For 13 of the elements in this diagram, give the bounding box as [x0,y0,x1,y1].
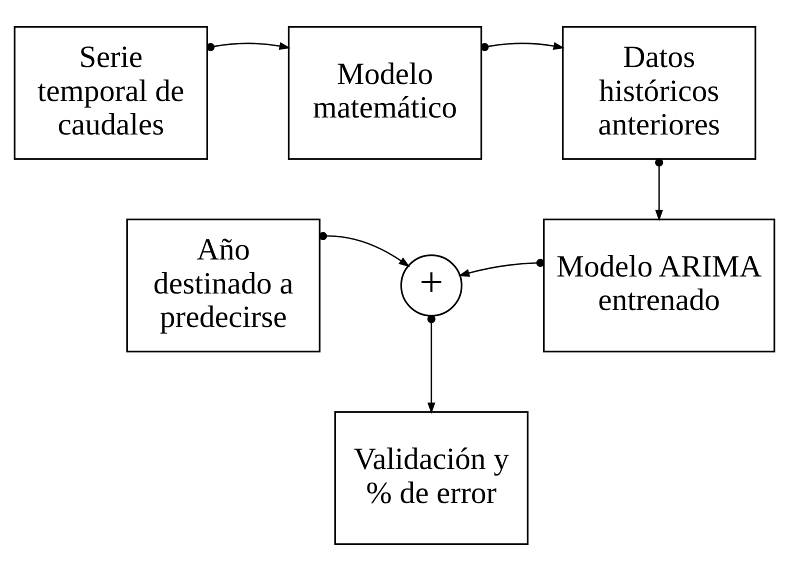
arrow [480,42,564,52]
arrow [426,315,435,414]
node-box: Modelo matemático [287,26,482,160]
node-circle: + [400,254,462,317]
arrow [654,158,663,222]
node-box: Serie temporal de caudales [13,26,208,160]
node-box: Modelo ARIMA entrenado [542,218,775,352]
arrow [458,258,544,277]
arrow [318,232,410,268]
arrow [206,42,290,52]
node-box: Datos históricos anteriores [561,26,756,160]
node-box: Año destinado a predecirse [126,218,320,352]
node-box: Validación y % de error [334,411,528,545]
